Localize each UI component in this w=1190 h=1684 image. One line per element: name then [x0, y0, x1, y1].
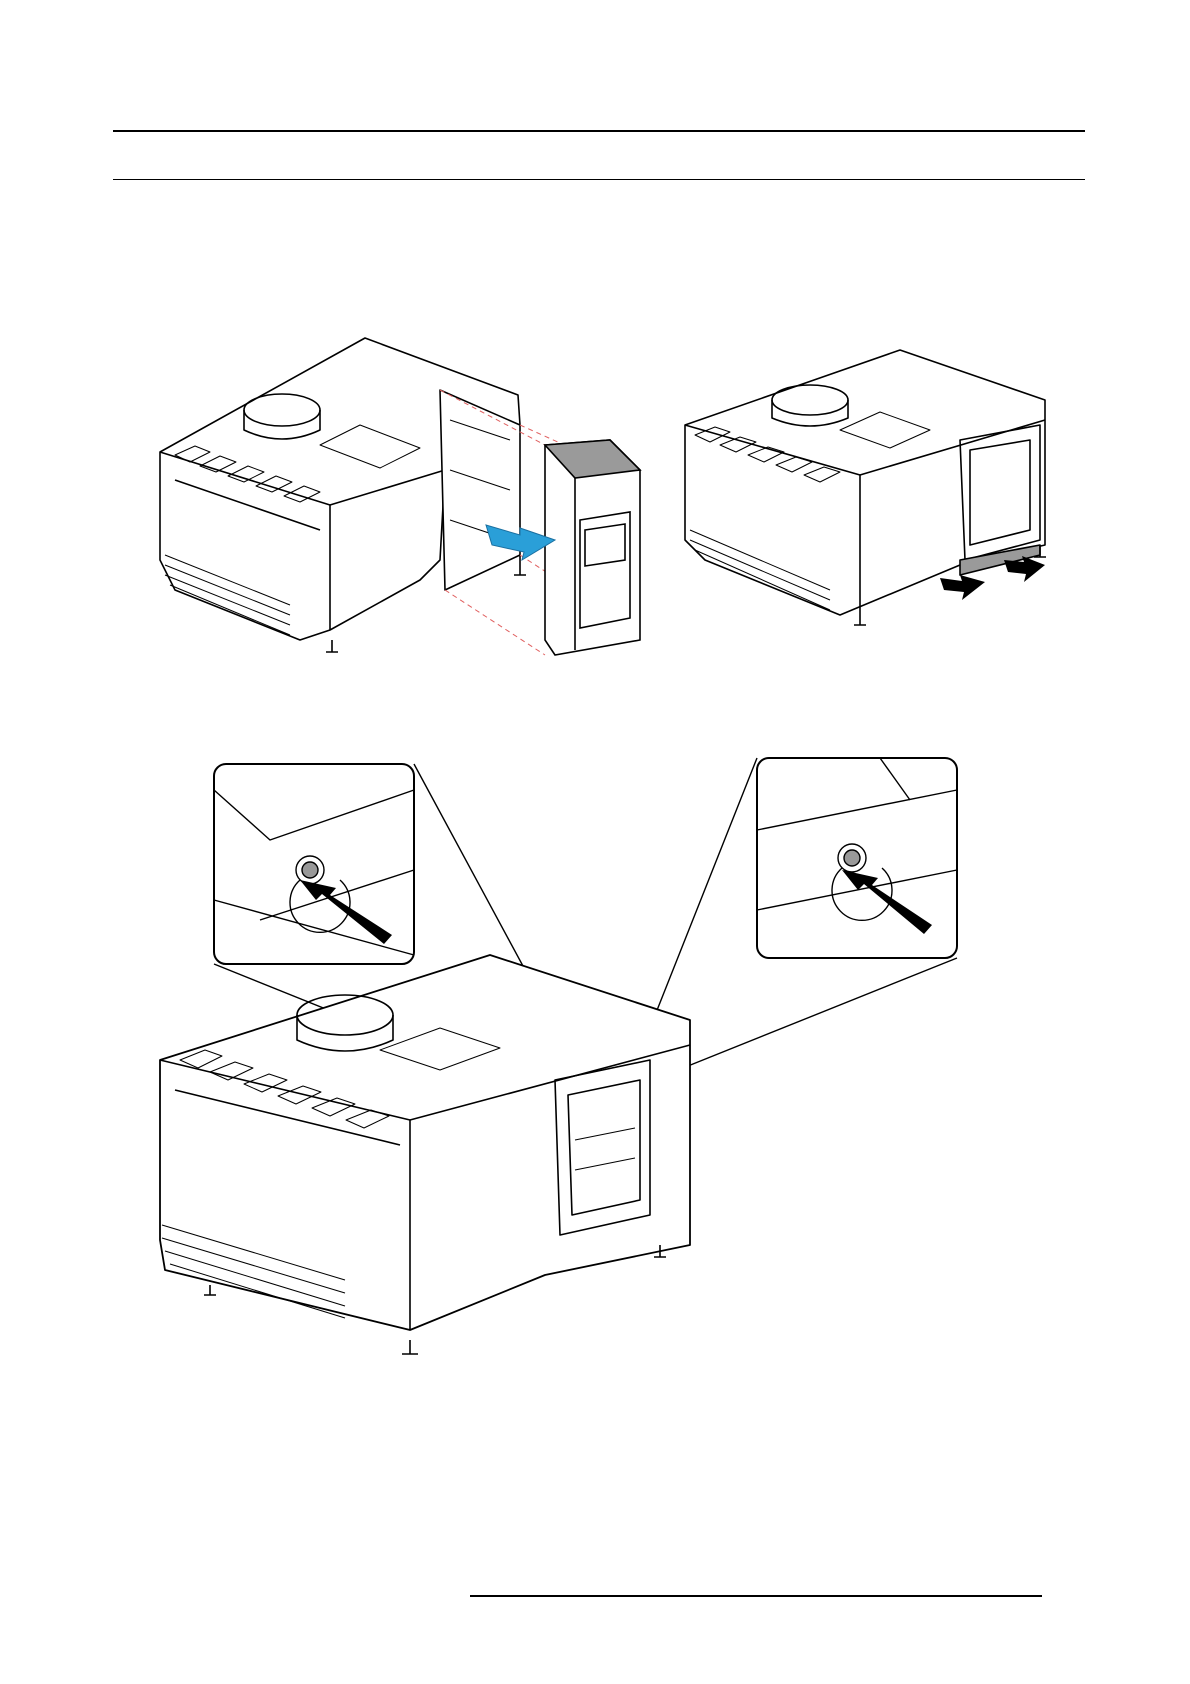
footer-rule	[470, 1595, 1042, 1597]
